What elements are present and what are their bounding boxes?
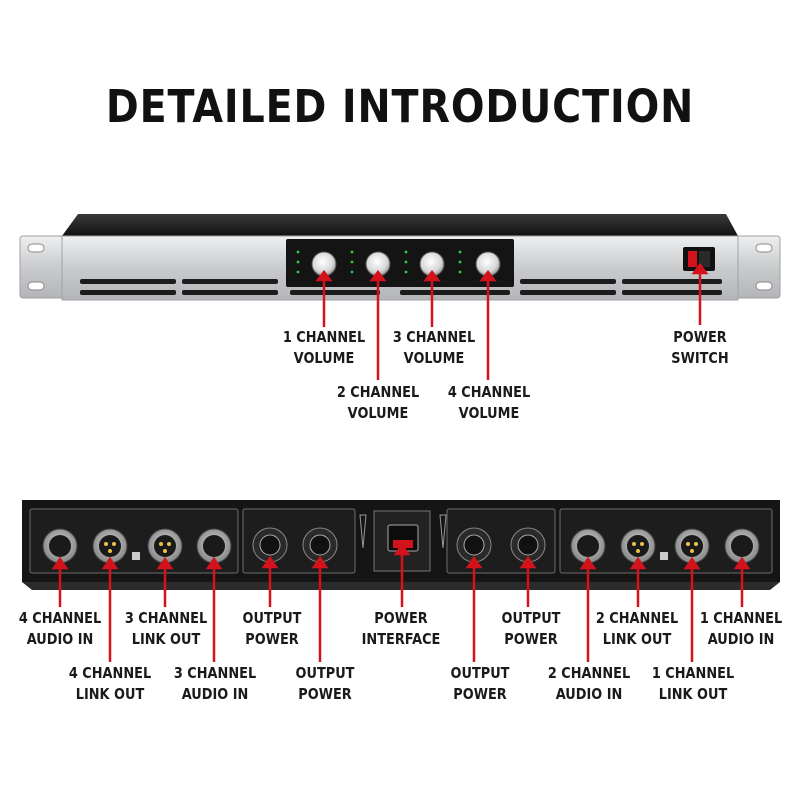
stereo-parallel-switch-right[interactable] [660, 552, 668, 560]
control-panel [286, 239, 514, 287]
power-switch-rocker [688, 251, 697, 267]
rear-section-ch1-ch2-inputs [559, 508, 773, 574]
rear-pointers [51, 542, 751, 662]
front-vents-left [80, 279, 510, 295]
knob-group [296, 250, 501, 277]
rear-panel [22, 500, 780, 590]
power-switch-rocker [699, 251, 710, 267]
rack-hole [27, 243, 45, 253]
front-panel [19, 214, 781, 301]
warning-triangle [359, 514, 367, 549]
front-pointers [315, 262, 709, 380]
fuse-holder [393, 540, 413, 548]
rack-hole [755, 243, 773, 253]
rear-section-ch3-ch4-inputs [29, 508, 239, 574]
rack-hole [27, 281, 45, 291]
front-top-plate [62, 214, 738, 236]
page-title: DETAILED INTRODUCTION [105, 80, 695, 133]
rack-hole [755, 281, 773, 291]
front-vents-right [520, 279, 722, 295]
stereo-parallel-switch-left[interactable] [132, 552, 140, 560]
warning-triangle [439, 514, 447, 549]
